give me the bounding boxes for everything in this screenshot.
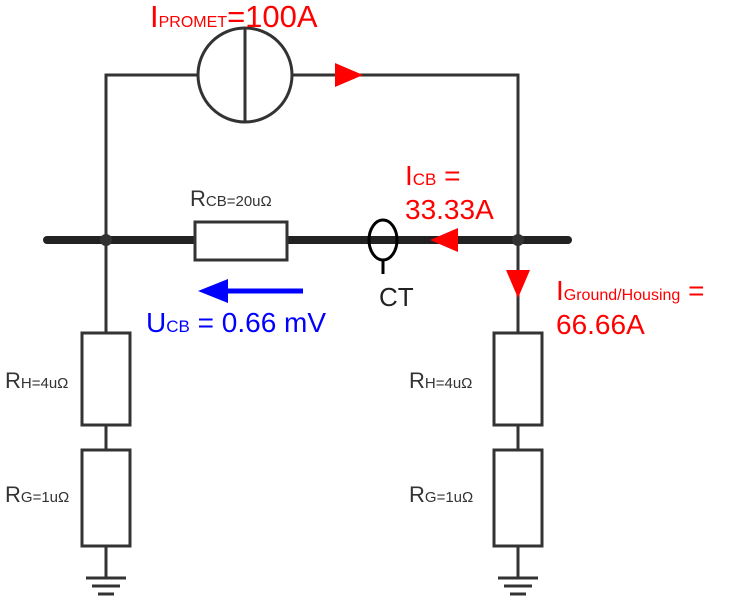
source-current-label: IPROMET=100A [150,0,318,34]
ground-current-label: IGround/Housing = [556,275,704,306]
breaker-current-arrow [430,228,458,252]
left-ground-resistor-label: RG=1uΩ [5,482,69,507]
ground-current-arrow [506,270,530,298]
right-ground-resistor [492,448,544,548]
ct-label: CT [379,282,414,312]
voltage-arrow [198,279,303,303]
breaker-current-label: ICB = [405,160,461,191]
breaker-resistor-label: RCB=20uΩ [190,186,272,211]
left-ground-icon [86,576,126,596]
right-branch [492,240,544,596]
ground-current-value: 66.66A [556,309,645,340]
current-source [196,26,294,124]
top-loop-wires [104,73,520,240]
current-transformer [367,218,399,274]
left-housing-resistor [80,331,132,427]
right-ground-icon [498,576,538,596]
right-ground-resistor-label: RG=1uΩ [409,482,473,507]
right-housing-resistor [492,331,544,427]
left-branch [80,240,132,596]
breaker-resistor [193,220,289,262]
right-housing-resistor-label: RH=4uΩ [409,368,472,393]
breaker-current-value: 33.33A [405,194,494,225]
source-current-arrow [335,63,363,87]
voltage-label: UCB = 0.66 mV [146,307,326,338]
left-ground-resistor [80,448,132,548]
left-housing-resistor-label: RH=4uΩ [5,368,68,393]
